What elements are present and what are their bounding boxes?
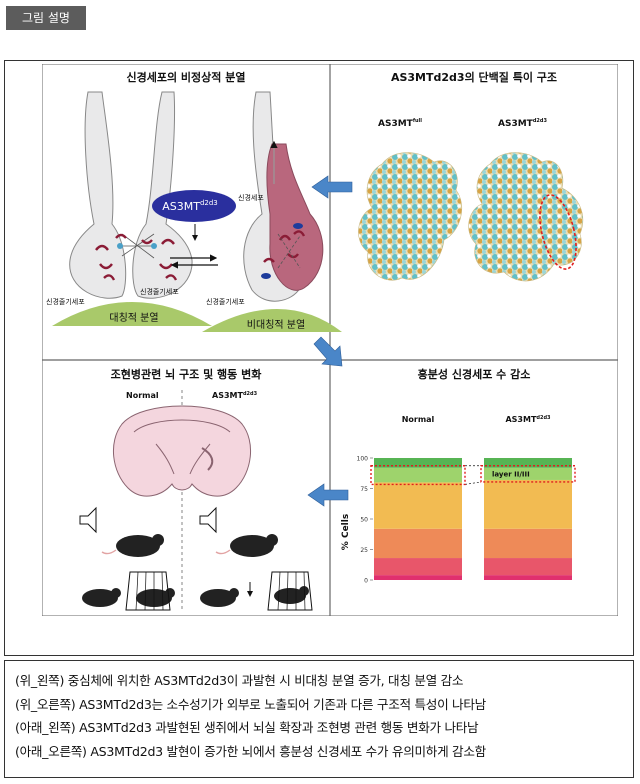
chart-highlight: layer II/III xyxy=(370,465,576,486)
asymmetric-cells: 신경세포 신경줄기세포 비대칭적 분열 xyxy=(202,91,342,332)
col-normal-left: Normal xyxy=(126,391,159,400)
bar-segment xyxy=(374,528,462,559)
svg-text:AS3MTd2d3: AS3MTd2d3 xyxy=(505,415,551,424)
label-stem-left-b: 신경줄기세포 xyxy=(140,287,179,296)
chart-y-axis: 0 25 50 75 100 xyxy=(357,456,373,585)
brain-coronal-section xyxy=(112,405,252,497)
bar-segment xyxy=(374,467,462,483)
mouse-icon-mutant-top xyxy=(215,534,278,557)
col-mut-left-sup: d2d3 xyxy=(243,391,258,397)
structural-difference-highlight xyxy=(539,194,577,270)
bar-segment xyxy=(484,528,572,559)
chart-ylabel: % Cells xyxy=(341,514,351,550)
mouse-icon-normal-top xyxy=(101,534,164,557)
label-neuron: 신경세포 xyxy=(238,193,264,202)
highlight-connector-bottom xyxy=(464,481,482,485)
speaker-icon-normal xyxy=(79,506,97,534)
label-full-sup: full xyxy=(413,118,422,124)
caption-line-2: (위_오른쪽) AS3MTd2d3는 소수성기가 외부로 노출되어 기존과 다른… xyxy=(15,696,486,712)
mouse-icon-mutant-bottom xyxy=(200,586,309,607)
label-full-name: AS3MT xyxy=(378,119,414,129)
speaker-icon-mutant xyxy=(199,506,217,534)
svg-text:AS3MTd2d3: AS3MTd2d3 xyxy=(212,391,258,400)
caption-asymmetric: 비대칭적 분열 xyxy=(247,319,305,331)
y-tick-label: 75 xyxy=(360,486,368,493)
chart-col-normal: Normal xyxy=(402,415,435,424)
gene-label-oval: AS3MTd2d3 xyxy=(152,190,236,222)
protein-full-surface xyxy=(358,152,463,281)
svg-text:AS3MTd2d3: AS3MTd2d3 xyxy=(498,118,547,129)
label-stem-right: 신경줄기세포 xyxy=(206,297,245,306)
figure-caption-text: (위_왼쪽) 중심체에 위치한 AS3MTd2d3이 과발현 시 비대칭 분열 … xyxy=(4,660,634,778)
caption-line-1: (위_왼쪽) 중심체에 위치한 AS3MTd2d3이 과발현 시 비대칭 분열 … xyxy=(15,673,464,688)
cage-icon-mutant xyxy=(267,571,313,611)
highlight-box xyxy=(480,465,576,483)
bar-segment xyxy=(484,479,572,529)
caption-symmetric: 대칭적 분열 xyxy=(109,312,158,324)
bar-segment xyxy=(484,558,572,576)
bar-segment xyxy=(374,482,462,529)
bar-segment xyxy=(374,458,462,468)
y-tick-label: 50 xyxy=(360,517,368,524)
gene-sup: d2d3 xyxy=(200,199,218,207)
flow-arrow-middle xyxy=(313,336,343,367)
panel-excitatory-neurons: 흥분성 신경세포 수 감소 Normal AS3MTd2d3 % Cells 0… xyxy=(341,367,576,585)
flow-arrow-bottom xyxy=(307,483,349,507)
label-d2d3-name: AS3MT xyxy=(498,119,534,129)
caption-line-3: (아래_왼쪽) AS3MTd2d3 과발현된 생쥐에서 뇌실 확장과 조현병 관… xyxy=(15,720,479,735)
chart-col-mut-name: AS3MT xyxy=(505,415,536,424)
symmetric-stem-cells: 신경줄기세포 신경줄기세포 대칭적 분열 xyxy=(46,91,212,326)
y-tick-label: 100 xyxy=(357,456,369,463)
y-tick-label: 25 xyxy=(360,547,368,554)
gene-name: AS3MT xyxy=(162,200,200,213)
panel-tl-title: 신경세포의 비정상적 분열 xyxy=(127,70,246,84)
bar-segment xyxy=(374,575,462,580)
label-stem-left-a: 신경줄기세포 xyxy=(46,297,85,306)
bar-segment xyxy=(484,575,572,580)
caption-line-4: (아래_오른쪽) AS3MTd2d3 발현이 증가한 뇌에서 흥분성 신경세포 … xyxy=(15,743,486,759)
chart-bars xyxy=(374,458,572,580)
panel-tr-title: AS3MTd2d3의 단백질 특이 구조 xyxy=(391,70,557,84)
col-mut-left-name: AS3MT xyxy=(212,391,243,400)
panel-br-title: 흥분성 신경세포 수 감소 xyxy=(418,367,531,381)
chart-highlight-label: layer II/III xyxy=(492,470,530,478)
y-tick-label: 0 xyxy=(364,578,368,585)
panel-bl-title: 조현병관련 뇌 구조 및 행동 변화 xyxy=(111,367,262,381)
figure-caption-tag: 그림 설명 xyxy=(6,6,86,30)
panel-protein-structure: AS3MTd2d3의 단백질 특이 구조 AS3MTfull AS3MTd2d3 xyxy=(358,70,584,282)
chart-col-mut-sup: d2d3 xyxy=(536,415,551,421)
protein-d2d3-surface xyxy=(468,152,584,282)
figure-frame xyxy=(4,60,634,656)
panel-neuron-division: 신경세포의 비정상적 분열 신경줄기세포 신경줄기세포 대칭적 분열 AS3MT… xyxy=(46,70,342,332)
flow-arrow-top xyxy=(311,175,353,199)
label-d2d3-sup: d2d3 xyxy=(533,118,548,124)
bar-segment xyxy=(484,467,572,480)
svg-text:AS3MTfull: AS3MTfull xyxy=(378,118,422,129)
bar-segment xyxy=(374,558,462,576)
bar-segment xyxy=(484,458,572,468)
equilibrium-arrows xyxy=(170,254,218,269)
cage-icon-normal xyxy=(125,571,171,611)
panel-brain-behavior: 조현병관련 뇌 구조 및 행동 변화 Normal AS3MTd2d3 xyxy=(79,367,313,612)
figure-diagram: 신경세포의 비정상적 분열 신경줄기세포 신경줄기세포 대칭적 분열 AS3MT… xyxy=(42,64,618,616)
svg-text:AS3MTd2d3: AS3MTd2d3 xyxy=(162,199,218,213)
